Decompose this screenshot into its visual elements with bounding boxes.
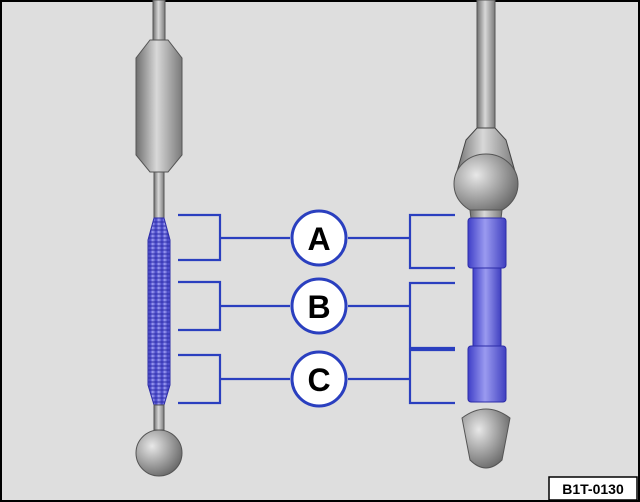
right-band-upper (467, 217, 507, 269)
label-a: A (290, 209, 348, 267)
leader-lines (178, 213, 455, 405)
right-bracket-b (408, 281, 455, 350)
right-tip (461, 408, 511, 469)
right-dipstick (453, 0, 519, 469)
right-rod-top (476, 0, 496, 133)
label-b: B (290, 277, 348, 335)
left-handle-grip (135, 39, 183, 173)
label-a-text: A (307, 221, 330, 257)
reference-code-box (548, 476, 638, 501)
left-rod-top (152, 0, 166, 41)
right-bracket-c (408, 348, 455, 405)
label-c: C (290, 350, 348, 408)
label-a-circle (290, 209, 348, 267)
left-dipstick (135, 0, 183, 477)
left-tip-ball (135, 429, 183, 477)
label-c-circle (290, 350, 348, 408)
reference-code: B1T-0130 (562, 481, 624, 497)
left-rod-upper (153, 171, 165, 221)
right-band-middle (472, 267, 502, 349)
left-marking-zone (147, 217, 171, 406)
left-rod-lower (153, 404, 165, 431)
right-band-lower (467, 345, 507, 403)
label-b-text: B (307, 289, 330, 325)
right-ball (453, 153, 519, 215)
label-b-circle (290, 277, 348, 335)
label-c-text: C (307, 362, 330, 398)
right-bracket-a (408, 213, 455, 270)
